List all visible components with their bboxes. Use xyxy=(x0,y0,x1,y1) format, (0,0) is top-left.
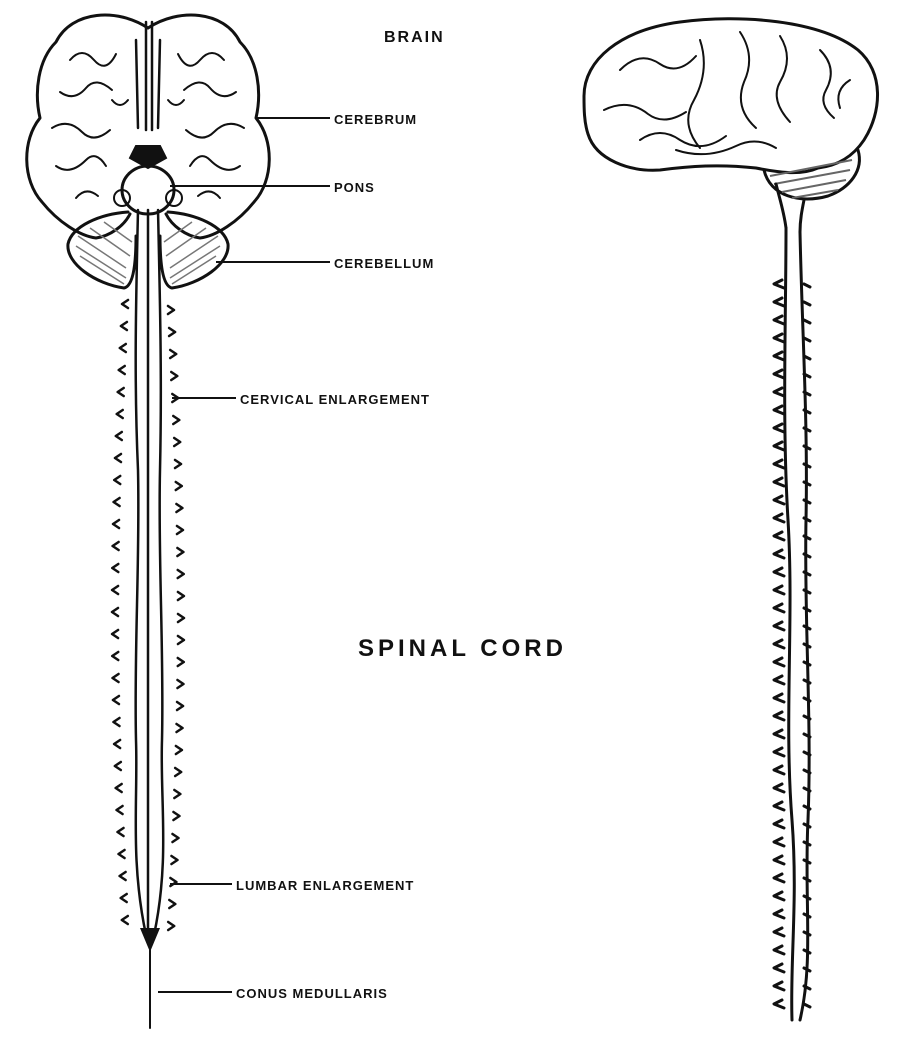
label-conus-medullaris: CONUS MEDULLARIS xyxy=(236,986,388,1001)
nerve-root-lateral xyxy=(774,640,810,648)
spinal-cord-ventral xyxy=(136,210,164,935)
nerve-root-lateral xyxy=(774,892,810,900)
nerve-root-left xyxy=(122,916,128,924)
nerve-root-right xyxy=(177,680,183,688)
nerve-root-right xyxy=(169,328,175,336)
nerve-root-lateral xyxy=(774,478,810,486)
nerve-root-lateral xyxy=(774,676,810,684)
nerve-root-left xyxy=(113,718,119,726)
nerve-root-right xyxy=(174,790,180,798)
nerve-root-lateral xyxy=(774,784,810,792)
brain-title: BRAIN xyxy=(384,29,445,46)
nerve-root-right xyxy=(178,614,184,622)
nerve-root-right xyxy=(169,900,175,908)
nerve-root-right xyxy=(168,922,174,930)
nerve-root-left xyxy=(114,476,120,484)
nerve-root-right xyxy=(173,812,179,820)
lateral-view xyxy=(584,19,878,1020)
cerebrum-lateral xyxy=(584,19,878,173)
nerve-root-right xyxy=(176,482,182,490)
nerve-root-left xyxy=(121,322,127,330)
conus-tip xyxy=(140,928,160,952)
nerve-root-right xyxy=(176,746,182,754)
ventral-view xyxy=(27,15,330,1028)
nerve-root-left xyxy=(112,652,118,660)
nerve-root-right xyxy=(171,372,177,380)
nerve-root-lateral xyxy=(774,856,810,864)
label-cerebellum: CEREBELLUM xyxy=(334,256,434,271)
nerve-root-left xyxy=(117,410,123,418)
nerve-root-left xyxy=(122,300,128,308)
nerve-root-lateral xyxy=(774,748,810,756)
nerve-root-lateral xyxy=(774,280,810,288)
nerve-root-left xyxy=(119,850,125,858)
nerve-root-lateral xyxy=(774,730,810,738)
nerve-root-left xyxy=(113,542,119,550)
cerebrum-outline xyxy=(27,15,270,238)
nerve-root-lateral xyxy=(774,910,810,918)
nerve-root-left xyxy=(113,674,119,682)
nerve-root-lateral xyxy=(774,694,810,702)
nerve-root-left xyxy=(119,366,125,374)
nerve-root-lateral xyxy=(774,766,810,774)
nerve-root-left xyxy=(117,806,123,814)
nerve-root-left xyxy=(112,586,118,594)
nerve-root-left xyxy=(112,630,118,638)
nerve-root-right xyxy=(176,504,182,512)
nerve-root-left xyxy=(121,894,127,902)
nerve-root-right xyxy=(178,570,184,578)
nerve-root-left xyxy=(113,696,119,704)
nerve-root-left xyxy=(118,388,124,396)
leader-lines xyxy=(158,118,330,992)
nerve-root-lateral xyxy=(774,874,810,882)
nerve-root-lateral xyxy=(774,622,810,630)
longitudinal-fissure xyxy=(136,22,160,130)
label-lumbar-enlargement: LUMBAR ENLARGEMENT xyxy=(236,878,414,893)
nerve-root-right xyxy=(175,460,181,468)
nerve-root-left xyxy=(116,432,122,440)
nerve-root-left xyxy=(113,520,119,528)
label-spinal-cord: SPINAL CORD xyxy=(358,635,567,662)
nerve-root-left xyxy=(116,784,122,792)
nerve-root-right xyxy=(178,592,184,600)
nerve-root-right xyxy=(168,306,174,314)
nerve-root-right xyxy=(172,834,178,842)
nerve-root-right xyxy=(178,658,184,666)
nerve-root-right xyxy=(177,526,183,534)
nerve-root-lateral xyxy=(774,658,810,666)
nerve-root-lateral xyxy=(774,316,810,324)
nerve-root-right xyxy=(177,724,183,732)
nerve-root-left xyxy=(112,564,118,572)
nerve-root-left xyxy=(112,608,118,616)
label-cervical-enlargement: CERVICAL ENLARGEMENT xyxy=(240,392,430,407)
nerve-root-left xyxy=(118,828,124,836)
nerve-root-left xyxy=(120,344,126,352)
nerve-root-right xyxy=(175,768,181,776)
cerebrum-gyri xyxy=(52,53,244,198)
nerve-root-right xyxy=(170,350,176,358)
nerve-root-left xyxy=(115,762,121,770)
spinal-cord-lateral xyxy=(785,228,809,1020)
nerve-root-right xyxy=(177,548,183,556)
nerve-root-lateral xyxy=(774,604,810,612)
nerve-root-left xyxy=(114,498,120,506)
nerve-root-lateral xyxy=(774,298,810,306)
label-pons: PONS xyxy=(334,180,375,195)
cerebrum-lateral-gyri xyxy=(604,32,850,154)
pons xyxy=(122,166,174,214)
nerve-root-lateral xyxy=(774,712,810,720)
nerve-root-left xyxy=(115,454,121,462)
nerve-root-left xyxy=(120,872,126,880)
nerve-root-lateral xyxy=(774,496,810,504)
nerve-root-left xyxy=(114,740,120,748)
nerve-root-right xyxy=(177,702,183,710)
nerve-root-right xyxy=(171,856,177,864)
nerve-root-lateral xyxy=(774,460,810,468)
label-cerebrum: CEREBRUM xyxy=(334,112,417,127)
nerve-root-right xyxy=(178,636,184,644)
nerve-root-right xyxy=(173,416,179,424)
nerve-root-right xyxy=(174,438,180,446)
